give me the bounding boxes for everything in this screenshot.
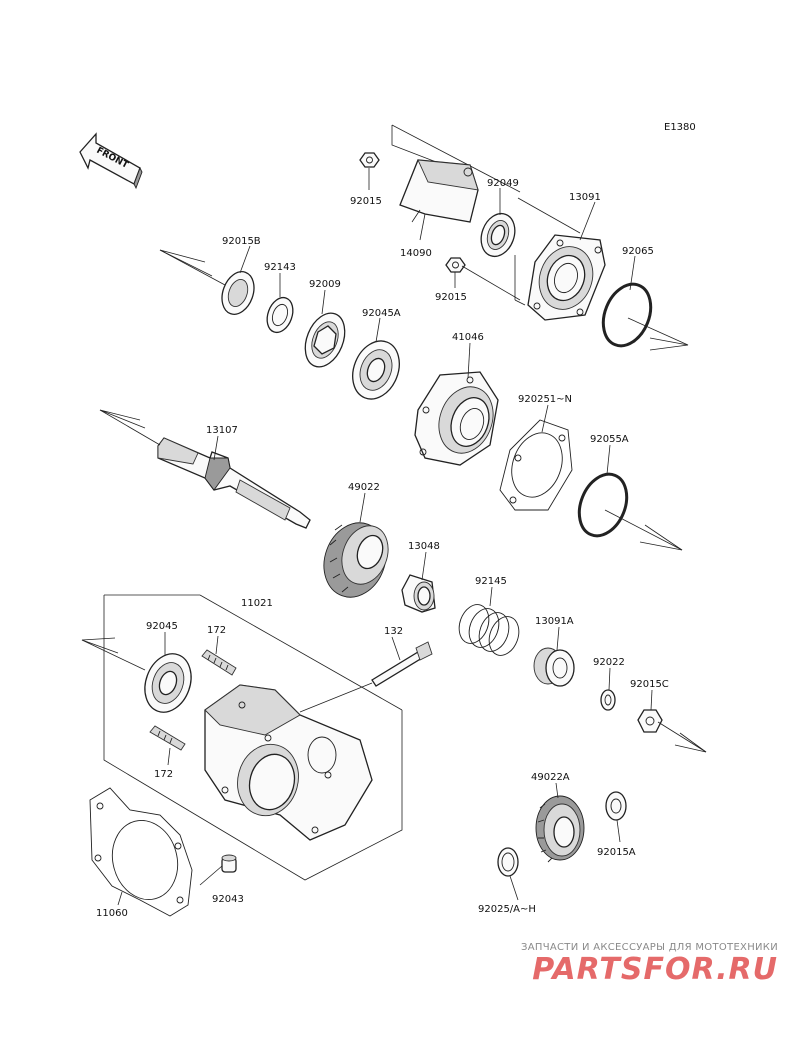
part-13091A-collar bbox=[533, 647, 575, 687]
label-92015C: 92015C bbox=[630, 679, 669, 690]
part-49022A-gear bbox=[535, 795, 585, 863]
part-13048-collar bbox=[401, 574, 436, 613]
label-41046: 41046 bbox=[452, 332, 484, 343]
label-92015B: 92015B bbox=[222, 236, 261, 247]
label-92055A: 92055A bbox=[590, 434, 629, 445]
label-132: 132 bbox=[384, 626, 403, 637]
watermark-caption: ЗАПЧАСТИ И АКСЕССУАРЫ ДЛЯ МОТОТЕХНИКИ bbox=[521, 942, 778, 953]
label-920251N: 920251~N bbox=[518, 394, 572, 405]
leader-lines bbox=[117, 188, 653, 906]
label-172-bottom: 172 bbox=[154, 769, 173, 780]
label-14090: 14090 bbox=[400, 248, 432, 259]
part-132-bolt bbox=[299, 641, 433, 713]
part-92015A-nut bbox=[605, 791, 627, 821]
front-direction-arrow: FRONT bbox=[79, 132, 143, 190]
part-92015-nut-top bbox=[359, 152, 380, 190]
part-14090-cover bbox=[399, 159, 479, 223]
part-92015B-seal bbox=[159, 249, 255, 315]
label-13091A: 13091A bbox=[535, 616, 574, 627]
part-92065-oring bbox=[601, 282, 689, 351]
label-92143: 92143 bbox=[264, 262, 296, 273]
part-92045A-bearing bbox=[352, 340, 400, 400]
diagram-code: E1380 bbox=[664, 122, 696, 133]
part-92043-dowel bbox=[199, 854, 237, 886]
part-49022-bevel-gear bbox=[323, 522, 389, 598]
label-92015-mid: 92015 bbox=[435, 292, 467, 303]
part-13091-housing bbox=[514, 197, 606, 321]
label-92015-top: 92015 bbox=[350, 196, 382, 207]
label-13048: 13048 bbox=[408, 541, 440, 552]
label-92049: 92049 bbox=[487, 178, 519, 189]
label-92043: 92043 bbox=[212, 894, 244, 905]
label-92025AH: 92025/A~H bbox=[478, 904, 536, 915]
part-92049-seal bbox=[480, 212, 516, 258]
label-92022: 92022 bbox=[593, 657, 625, 668]
label-13091: 13091 bbox=[569, 192, 601, 203]
label-92045: 92045 bbox=[146, 621, 178, 632]
part-92009-ring bbox=[304, 312, 346, 368]
part-92143-collar bbox=[266, 296, 294, 334]
watermark-logo: PARTSFOR.RU bbox=[532, 952, 778, 987]
label-11060: 11060 bbox=[96, 908, 128, 919]
label-49022A: 49022A bbox=[531, 772, 570, 783]
part-92022-washer bbox=[600, 689, 616, 711]
part-92045-bearing bbox=[81, 637, 192, 713]
part-41046-housing bbox=[414, 371, 499, 466]
part-172-stud-top bbox=[201, 649, 237, 676]
part-92015-nut-mid bbox=[445, 257, 521, 301]
label-92045A: 92045A bbox=[362, 308, 401, 319]
watermark: ЗАПЧАСТИ И АКСЕССУАРЫ ДЛЯ МОТОТЕХНИКИ PA… bbox=[478, 942, 778, 987]
label-49022: 49022 bbox=[348, 482, 380, 493]
label-172-top: 172 bbox=[207, 625, 226, 636]
label-92009: 92009 bbox=[309, 279, 341, 290]
part-labels: 92015 92049 13091 14090 92015 92065 9201… bbox=[96, 178, 669, 919]
part-11021-case bbox=[204, 684, 373, 841]
label-13107: 13107 bbox=[206, 425, 238, 436]
label-92145: 92145 bbox=[475, 576, 507, 587]
part-13107-shaft bbox=[99, 409, 311, 529]
part-172-stud-bottom bbox=[149, 725, 186, 751]
part-920251N-gasket bbox=[499, 419, 573, 511]
part-92055A-oring bbox=[577, 472, 683, 551]
label-92015A: 92015A bbox=[597, 847, 636, 858]
part-11060-gasket bbox=[89, 787, 193, 917]
label-92065: 92065 bbox=[622, 246, 654, 257]
label-11021: 11021 bbox=[241, 598, 273, 609]
part-92145-spring bbox=[458, 604, 520, 656]
part-92025AH-shim bbox=[497, 847, 519, 877]
part-92015C-nut bbox=[637, 709, 707, 753]
